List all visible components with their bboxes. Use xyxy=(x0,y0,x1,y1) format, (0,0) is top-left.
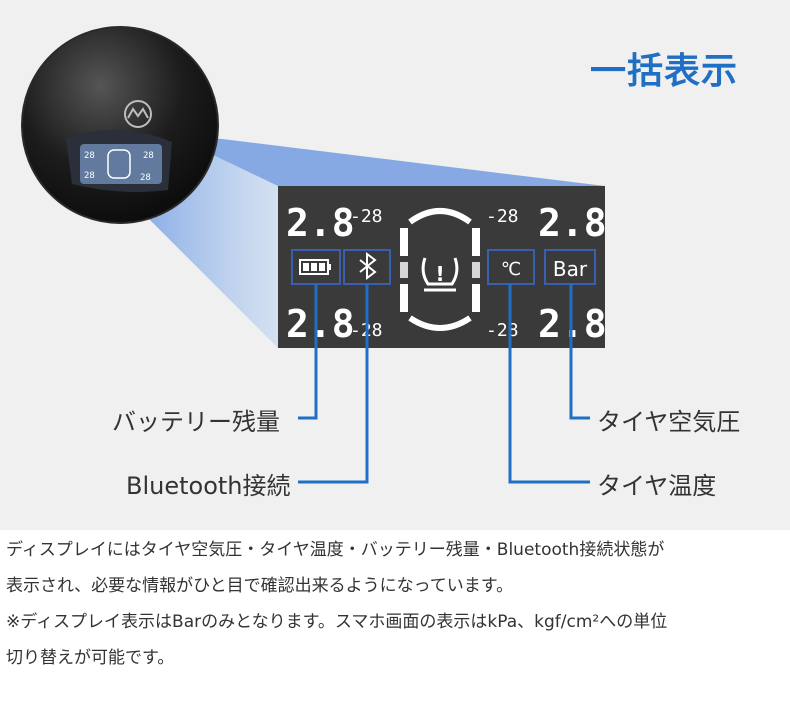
callout-pressure: タイヤ空気圧 xyxy=(597,408,741,436)
alert-mark: ! xyxy=(435,262,444,286)
top-right-pressure: 2.8 xyxy=(538,201,607,245)
celsius-symbol: ℃ xyxy=(501,259,521,280)
top-left-temp: -28 xyxy=(350,206,383,227)
product-hero: 一括表示 28 28 28 28 xyxy=(0,0,790,530)
callout-bluetooth: Bluetooth接続 xyxy=(126,472,291,500)
top-right-temp: -28 xyxy=(486,206,519,227)
projection-beam-top xyxy=(165,132,605,186)
unit-label: Bar xyxy=(553,257,588,281)
description-line: ディスプレイにはタイヤ空気圧・タイヤ温度・バッテリー残量・Bluetooth接続… xyxy=(6,540,665,560)
top-left-pressure: 2.8 xyxy=(286,201,355,245)
bluetooth-icon xyxy=(359,252,377,280)
callout-temperature: タイヤ温度 xyxy=(597,472,717,500)
callout-battery: バッテリー残量 xyxy=(112,408,280,436)
device: 28 28 28 28 xyxy=(21,26,219,224)
bottom-left-pressure: 2.8 xyxy=(286,302,355,346)
logo-icon xyxy=(124,100,152,128)
svg-text:28: 28 xyxy=(140,173,151,183)
svg-text:28: 28 xyxy=(143,151,154,161)
svg-text:28: 28 xyxy=(84,151,95,161)
description-line: 切り替えが可能です。 xyxy=(6,648,175,668)
svg-text:28: 28 xyxy=(84,171,95,181)
battery-icon xyxy=(299,259,331,275)
tire-alert-icon xyxy=(421,257,459,292)
device-illustration: 28 28 28 28 2.8 -28 -28 2.8 2.8 -28 -28 … xyxy=(21,26,607,484)
heading: 一括表示 xyxy=(590,51,739,92)
description-line: 表示され、必要な情報がひと目で確認出来るようになっています。 xyxy=(6,576,514,596)
car-outline-icon xyxy=(400,208,480,331)
description: ディスプレイにはタイヤ空気圧・タイヤ温度・バッテリー残量・Bluetooth接続… xyxy=(0,532,790,676)
description-line: ※ディスプレイ表示はBarのみとなります。スマホ画面の表示はkPa、kgf/cm… xyxy=(6,612,668,632)
bottom-right-temp: -28 xyxy=(486,320,519,341)
callout-lines xyxy=(298,284,590,484)
